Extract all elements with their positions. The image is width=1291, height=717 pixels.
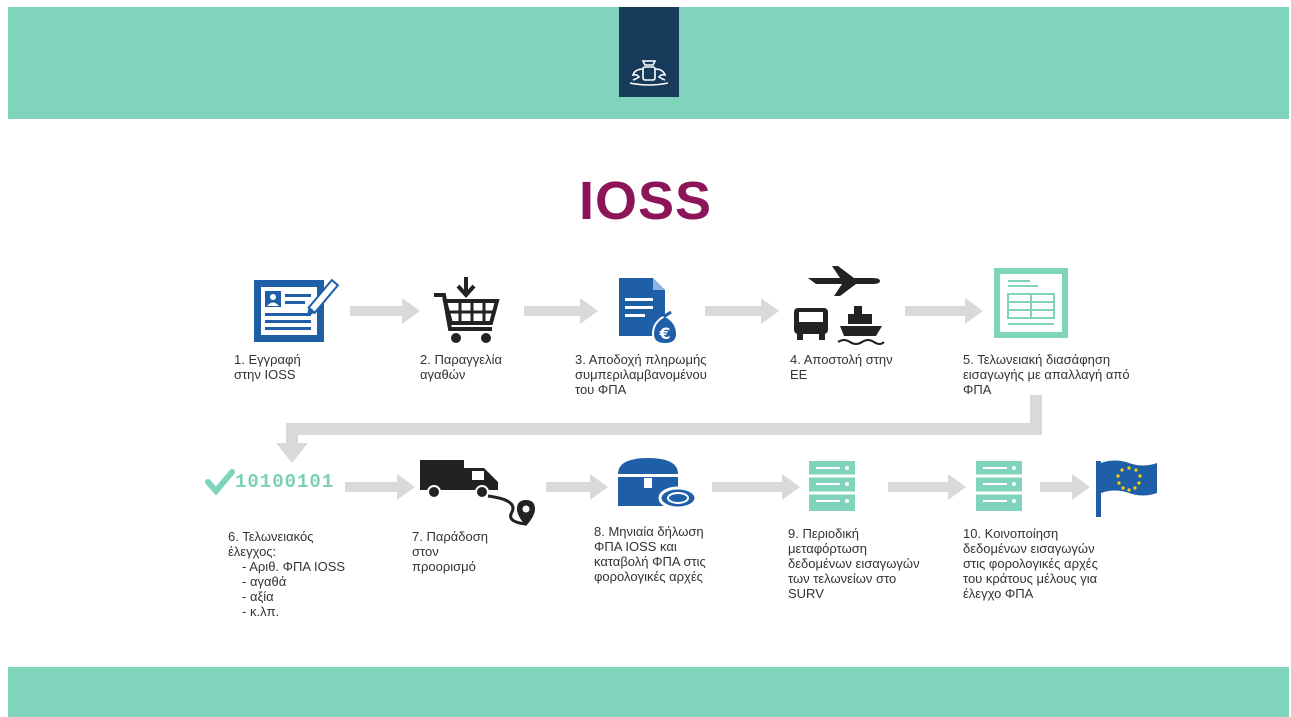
server-share-icon [976,461,1022,511]
transport-icon [794,266,885,345]
checkmark-icon [205,469,235,496]
svg-text:€: € [658,324,670,343]
flow-arrow-4 [905,298,983,324]
step-6-checklist: Αριθ. ΦΠΑ IOSS αγαθά αξία κ.λπ. [228,559,345,619]
registration-form-icon [254,278,340,342]
step-8-label: 8. Μηνιαία δήλωση ΦΠΑ IOSS και καταβολή … [594,524,706,584]
flow-arrow-5 [345,474,415,500]
step-6-label: 6. Τελωνειακός έλεγχος: Αριθ. ΦΠΑ IOSS α… [228,529,345,619]
delivery-truck-icon [420,460,535,526]
eu-flag-icon [1096,460,1157,517]
invoice-payment-icon: € [619,278,679,346]
crest-icon [629,60,669,86]
bottom-banner [8,667,1289,717]
flow-arrow-2 [524,298,598,324]
flow-arrow-6 [546,474,608,500]
flow-arrow-8 [888,474,966,500]
flow-arrow-7 [712,474,800,500]
server-upload-icon [809,461,855,511]
shopping-cart-icon [434,277,500,343]
step-4-label: 4. Αποστολή στην ΕΕ [790,352,893,382]
step-5-label: 5. Τελωνειακή διασάφηση εισαγωγής με απα… [963,352,1130,397]
step-7-label: 7. Παράδοση στον προορισμό [412,529,488,574]
checklist-item: αξία [242,589,345,604]
return-connector-arrow [276,395,1042,463]
flow-arrow-1 [350,298,420,324]
step-10-label: 10. Κοινοποίηση δεδομένων εισαγωγών στις… [963,526,1098,601]
treasure-chest-icon [618,458,698,510]
checklist-item: αγαθά [242,574,345,589]
binary-code-text: 10100101 [235,471,335,493]
checklist-item: κ.λπ. [242,604,345,619]
flow-arrow-9 [1040,474,1090,500]
step-2-label: 2. Παραγγελία αγαθών [420,352,502,382]
checklist-item: Αριθ. ΦΠΑ IOSS [242,559,345,574]
flow-arrow-3 [705,298,779,324]
step-1-label: 1. Εγγραφή στην IOSS [234,352,301,382]
coat-of-arms-logo [619,7,679,97]
diagram-title: IOSS [578,171,713,231]
step-3-label: 3. Αποδοχή πληρωμής συμπεριλαμβανομένου … [575,352,707,397]
import-declaration-icon [994,268,1068,338]
customs-check-icon: 10100101 [205,468,334,496]
step-9-label: 9. Περιοδική μεταφόρτωση δεδομένων εισαγ… [788,526,920,601]
step-6-heading: 6. Τελωνειακός έλεγχος: [228,529,314,559]
